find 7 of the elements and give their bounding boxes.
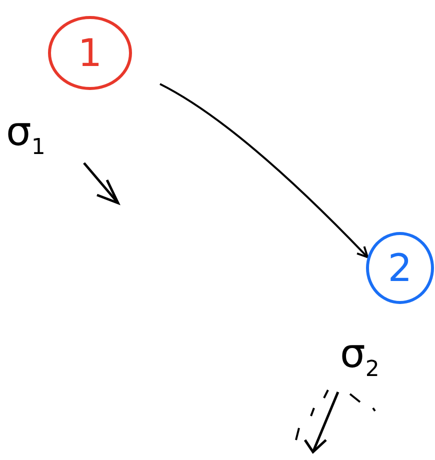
circle-node (48, 16, 132, 90)
arrow (160, 83, 369, 258)
node-number: 2 (388, 249, 412, 287)
stress-label: σ$_{2}$ (340, 334, 380, 381)
node-number: 1 (78, 34, 102, 72)
circle-node (366, 232, 434, 304)
stress-label: σ$_{1}$ (6, 112, 46, 159)
